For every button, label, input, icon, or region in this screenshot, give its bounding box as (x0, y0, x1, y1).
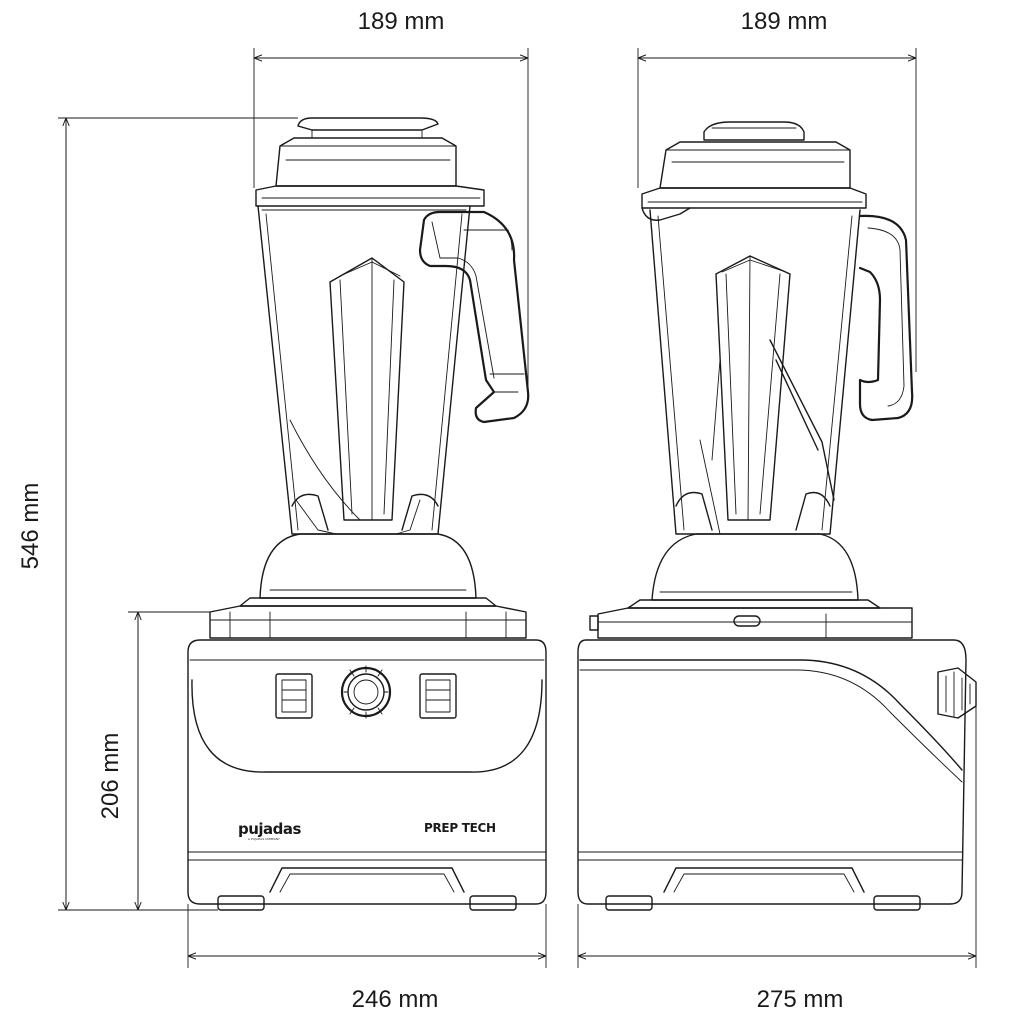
brand-pujadas-sub: A PUJADAS COMPANY (248, 837, 280, 841)
dim-total-height: 546 mm (17, 483, 44, 570)
brand-pujadas: pujadas (238, 820, 302, 838)
dim-side-top-width: 189 mm (741, 8, 828, 35)
dimension-lines (58, 48, 977, 968)
dim-base-height: 206 mm (97, 733, 124, 820)
dim-side-base-depth: 275 mm (757, 986, 844, 1013)
brand-preptech: PREP TECH (424, 821, 496, 835)
dim-front-base-width: 246 mm (352, 986, 439, 1013)
front-view: pujadas A PUJADAS COMPANY PREP TECH (187, 117, 547, 911)
dim-front-top-width: 189 mm (358, 8, 445, 35)
